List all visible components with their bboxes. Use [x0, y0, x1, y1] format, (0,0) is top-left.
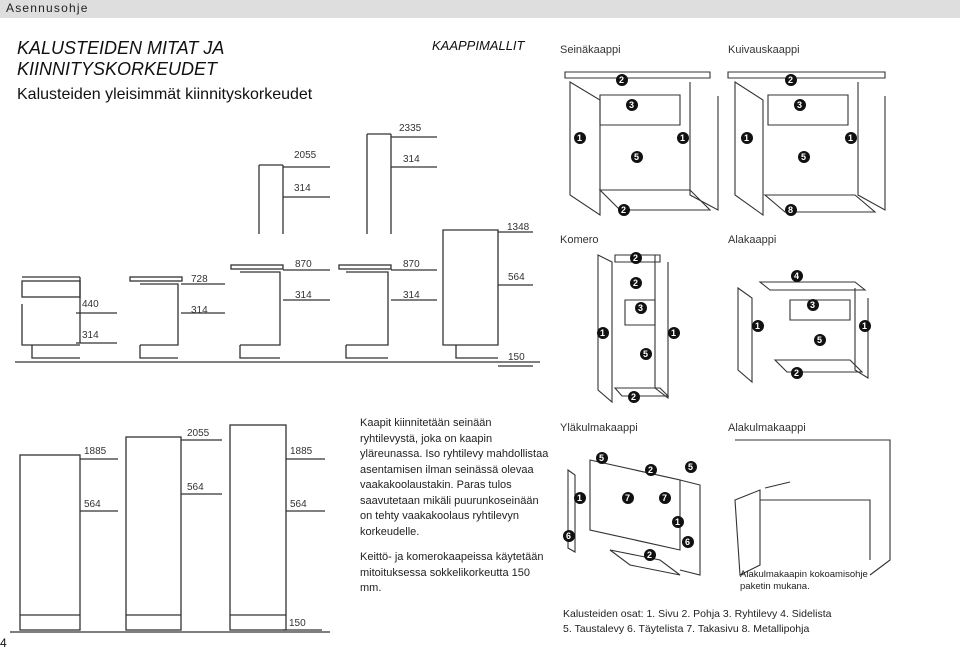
- svg-text:7: 7: [625, 493, 630, 503]
- parts-line-2: 5. Taustalevy 6. Täytelista 7. Takasivu …: [563, 623, 810, 635]
- svg-text:1: 1: [577, 493, 582, 503]
- panel-label-tall: Komero: [560, 234, 599, 246]
- parts-line-1: Kalusteiden osat: 1. Sivu 2. Pohja 3. Ry…: [563, 608, 832, 620]
- svg-text:2: 2: [633, 253, 638, 263]
- panel-label-drying: Kuivauskaappi: [728, 44, 800, 56]
- svg-text:5: 5: [643, 349, 648, 359]
- panel-label-upper-corner: Yläkulmakaappi: [560, 422, 638, 434]
- svg-text:8: 8: [788, 205, 793, 215]
- svg-text:1: 1: [755, 321, 760, 331]
- dim-150: 150: [508, 352, 525, 363]
- dim-2055: 2055: [294, 150, 317, 161]
- svg-text:2: 2: [788, 75, 793, 85]
- svg-text:2: 2: [633, 278, 638, 288]
- svg-text:5: 5: [599, 453, 604, 463]
- svg-text:1: 1: [675, 517, 680, 527]
- corner-note: Alakulmakaapin kokoamisohje paketin muka…: [740, 569, 868, 592]
- dim-1885a: 1885: [84, 446, 107, 457]
- body-paragraph-1: Kaapit kiinnitetään seinään ryhtilevystä…: [360, 417, 549, 538]
- svg-text:6: 6: [566, 531, 571, 541]
- svg-text:2: 2: [631, 392, 636, 402]
- section-title: KAAPPIMALLIT: [432, 38, 525, 53]
- svg-text:5: 5: [817, 335, 822, 345]
- svg-text:5: 5: [688, 462, 693, 472]
- panel-label-base: Alakaappi: [728, 234, 776, 246]
- svg-text:5: 5: [634, 152, 639, 162]
- svg-text:3: 3: [638, 303, 643, 313]
- svg-text:3: 3: [810, 300, 815, 310]
- dim-314d: 314: [295, 290, 312, 301]
- header-text: Asennusohje: [6, 1, 89, 15]
- dim-564: 564: [508, 272, 525, 283]
- dim-314e: 314: [403, 290, 420, 301]
- dim-314f: 314: [82, 330, 99, 341]
- svg-text:2: 2: [621, 205, 626, 215]
- dim-1348: 1348: [507, 222, 530, 233]
- page-number: 4: [0, 636, 7, 650]
- page-subtitle: Kalusteiden yleisimmät kiinnityskorkeude…: [17, 86, 313, 103]
- svg-text:2: 2: [794, 368, 799, 378]
- dim-314c: 314: [191, 305, 208, 316]
- svg-text:2: 2: [619, 75, 624, 85]
- wall-cabinet-drawing: [564, 71, 886, 217]
- svg-text:1: 1: [862, 321, 867, 331]
- dim-314a: 314: [403, 154, 420, 165]
- dim-870b: 870: [403, 259, 420, 270]
- svg-text:1: 1: [671, 328, 676, 338]
- svg-text:1: 1: [577, 133, 582, 143]
- dim-728: 728: [191, 274, 208, 285]
- svg-text:1: 1: [680, 133, 685, 143]
- tall-base-drawing: [597, 254, 869, 404]
- panel-label-lower-corner: Alakulmakaappi: [728, 422, 806, 434]
- svg-text:5: 5: [801, 152, 806, 162]
- dim-2335: 2335: [399, 123, 422, 134]
- dim-314b: 314: [294, 183, 311, 194]
- svg-text:2: 2: [648, 465, 653, 475]
- svg-text:6: 6: [685, 537, 690, 547]
- svg-text:1: 1: [600, 328, 605, 338]
- corner-cabinets-drawing: [567, 439, 891, 576]
- dim-150b: 150: [289, 618, 306, 629]
- header-bar: [0, 0, 960, 18]
- dim-1885b: 1885: [290, 446, 313, 457]
- dim-870a: 870: [295, 259, 312, 270]
- dim-564a: 564: [84, 499, 101, 510]
- parts-legend: Kalusteiden osat: 1. Sivu 2. Pohja 3. Ry…: [563, 607, 831, 637]
- body-text: Kaapit kiinnitetään seinään ryhtilevystä…: [360, 416, 550, 607]
- page-title: KALUSTEIDEN MITAT JA KIINNITYSKORKEUDET: [17, 38, 224, 79]
- svg-text:2: 2: [647, 550, 652, 560]
- svg-text:3: 3: [629, 100, 634, 110]
- panel-label-wall: Seinäkaappi: [560, 44, 621, 56]
- svg-text:1: 1: [744, 133, 749, 143]
- svg-text:4: 4: [794, 271, 799, 281]
- svg-text:1: 1: [848, 133, 853, 143]
- svg-text:3: 3: [797, 100, 802, 110]
- dim-2055b: 2055: [187, 428, 210, 439]
- dim-564c: 564: [290, 499, 307, 510]
- svg-text:7: 7: [662, 493, 667, 503]
- dim-440: 440: [82, 299, 99, 310]
- dim-564b: 564: [187, 482, 204, 493]
- part-callouts: 2 3 1 1 5 2 2 3 1 1 5 8 2 2 3 1 1 5 2 4 …: [563, 74, 871, 561]
- body-paragraph-2: Keittö- ja komerokaapeissa käytetään mit…: [360, 551, 544, 594]
